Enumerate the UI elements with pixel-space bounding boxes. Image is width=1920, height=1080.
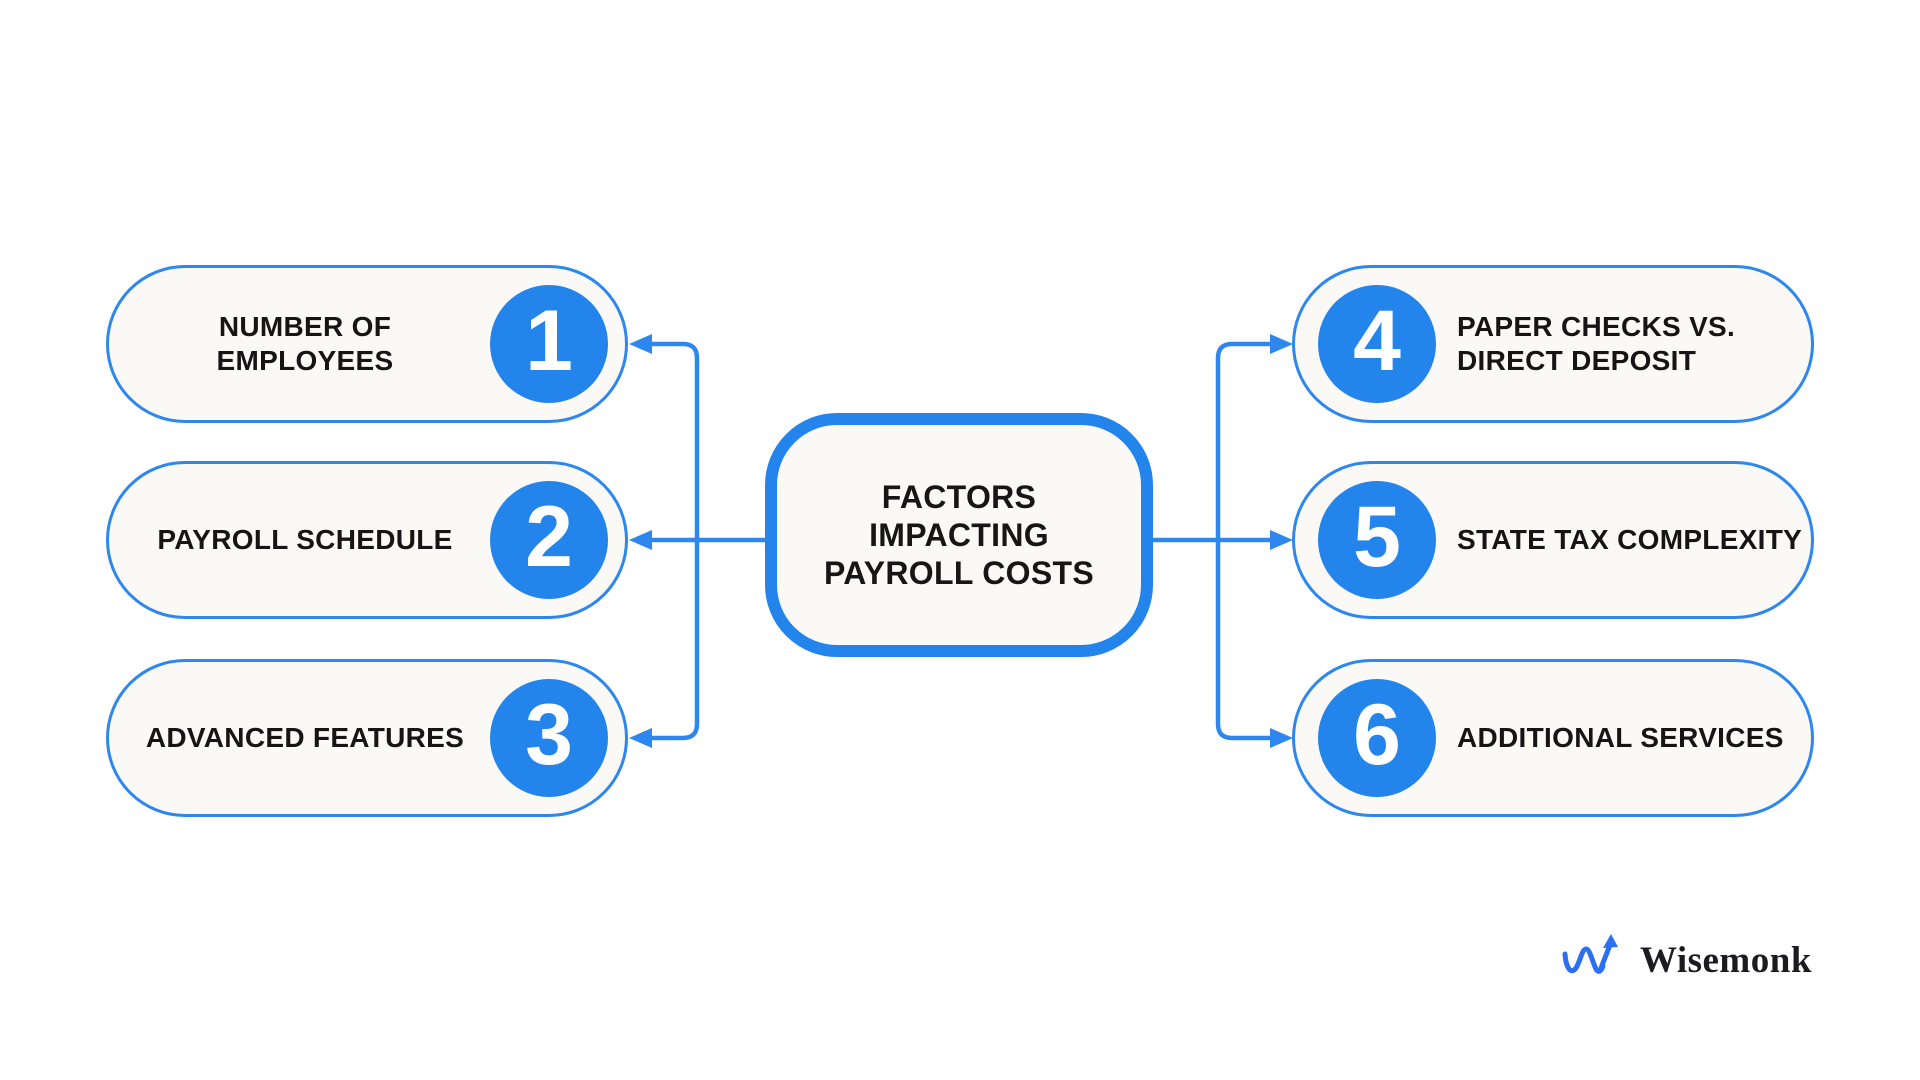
factor-number-badge: 6 — [1318, 679, 1436, 797]
factor-label: ADDITIONAL SERVICES — [1457, 721, 1784, 753]
center-node-factors-impacting-payroll-costs: FACTORS IMPACTING PAYROLL COSTS — [765, 413, 1153, 657]
factor-pill-payroll-schedule: PAYROLL SCHEDULE 2 — [106, 461, 628, 619]
center-title-line-1: FACTORS — [881, 479, 1037, 515]
brand-logo: Wisemonk — [1562, 928, 1812, 992]
wisemonk-logo-icon — [1562, 934, 1618, 974]
center-title-line-3: PAYROLL COSTS — [823, 555, 1095, 591]
factor-label: ADVANCED FEATURES — [145, 721, 465, 753]
factor-number-badge: 3 — [490, 679, 608, 797]
factor-label: STATE TAX COMPLEXITY — [1457, 523, 1803, 555]
factor-number-badge: 4 — [1318, 285, 1436, 403]
factor-number-badge: 1 — [490, 285, 608, 403]
factor-pill-state-tax-complexity: 5 STATE TAX COMPLEXITY — [1292, 461, 1814, 619]
factor-label: NUMBER OF EMPLOYEES — [216, 310, 394, 376]
factor-pill-additional-services: 6 ADDITIONAL SERVICES — [1292, 659, 1814, 817]
factor-number-badge: 2 — [490, 481, 608, 599]
factor-pill-paper-checks-vs-direct-deposit: 4 PAPER CHECKS VS. DIRECT DEPOSIT — [1292, 265, 1814, 423]
factor-label: PAPER CHECKS VS. DIRECT DEPOSIT — [1457, 310, 1736, 376]
factor-pill-advanced-features: ADVANCED FEATURES 3 — [106, 659, 628, 817]
factor-pill-number-of-employees: NUMBER OF EMPLOYEES 1 — [106, 265, 628, 423]
factor-label: PAYROLL SCHEDULE — [157, 523, 453, 555]
factor-number-badge: 5 — [1318, 481, 1436, 599]
wisemonk-wordmark: Wisemonk — [1640, 939, 1812, 981]
center-node-title: FACTORS IMPACTING PAYROLL COSTS — [824, 478, 1094, 592]
center-title-line-2: IMPACTING — [869, 517, 1049, 553]
